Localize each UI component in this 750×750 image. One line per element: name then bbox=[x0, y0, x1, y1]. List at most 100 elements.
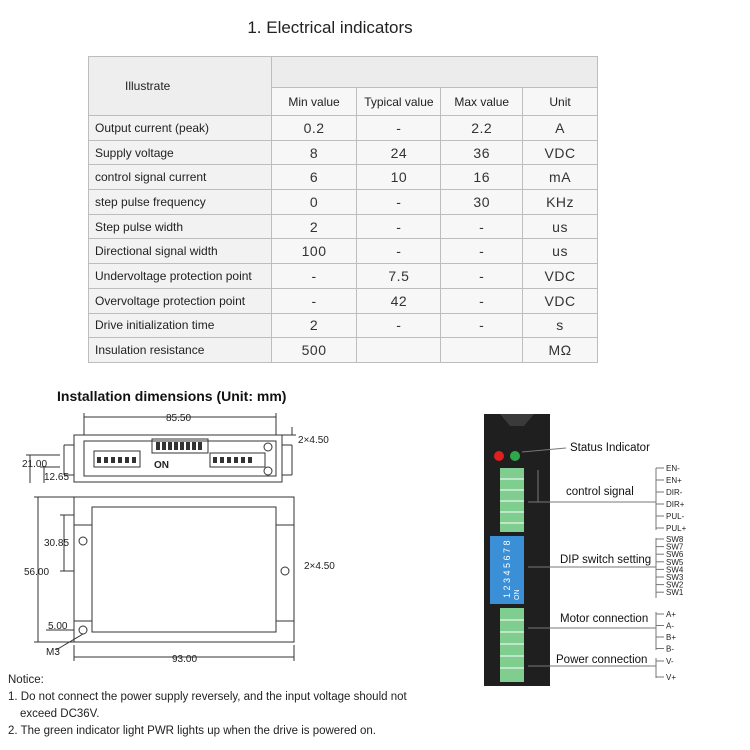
dip-switch-label: DIP switch setting bbox=[560, 554, 651, 566]
max-cell: 2.2 bbox=[440, 115, 524, 141]
notice-heading: Notice: bbox=[8, 674, 44, 686]
dim-30-85: 30.85 bbox=[44, 538, 69, 549]
pin-label: SW1 bbox=[666, 588, 684, 597]
electrical-spec-table: Illustrate Min value Typical value Max v… bbox=[88, 56, 599, 363]
param-cell: Step pulse width bbox=[88, 213, 272, 240]
param-cell: Directional signal width bbox=[88, 238, 272, 265]
dim-5: 5.00 bbox=[48, 621, 68, 632]
max-cell: - bbox=[440, 312, 524, 339]
dip-numbers: 1 2 3 4 5 6 7 8 bbox=[502, 540, 512, 598]
param-cell: control signal current bbox=[88, 164, 272, 191]
pin-label: DIR- bbox=[666, 488, 683, 497]
pin-label: SW6 bbox=[666, 550, 684, 559]
dim-93: 93.00 bbox=[172, 654, 197, 665]
table-row: Undervoltage protection point-7.5-VDC bbox=[88, 263, 598, 289]
dip-switch bbox=[490, 536, 524, 604]
dimensions-title: Installation dimensions (Unit: mm) bbox=[57, 388, 287, 404]
table-row: Overvoltage protection point-42-VDC bbox=[88, 287, 598, 314]
unit-cell: s bbox=[522, 312, 598, 339]
min-cell: 2 bbox=[270, 213, 358, 240]
max-cell: - bbox=[440, 238, 524, 265]
max-cell: - bbox=[440, 213, 524, 240]
pin-label: SW5 bbox=[666, 558, 684, 567]
pin-label: SW7 bbox=[666, 543, 684, 552]
param-cell: step pulse frequency bbox=[88, 189, 272, 215]
table-top-bar bbox=[270, 56, 599, 88]
pin-label: B+ bbox=[666, 633, 676, 642]
power-connection-label: Power connection bbox=[556, 654, 647, 666]
typical-cell: - bbox=[356, 238, 442, 265]
header-max: Max value bbox=[440, 87, 524, 116]
dim-85-50: 85.50 bbox=[166, 413, 191, 424]
max-cell: - bbox=[440, 263, 524, 289]
param-cell: Supply voltage bbox=[88, 139, 272, 166]
status-indicator-label: Status Indicator bbox=[570, 442, 650, 454]
unit-cell: VDC bbox=[522, 263, 598, 289]
header-typical: Typical value bbox=[356, 87, 442, 116]
top-view-inner bbox=[83, 440, 277, 477]
motor-connection-label: Motor connection bbox=[560, 613, 648, 625]
typical-cell: 24 bbox=[356, 139, 442, 166]
dim-hole-top: 2×4.50 bbox=[298, 435, 329, 446]
min-cell: 500 bbox=[270, 337, 358, 363]
param-cell: Overvoltage protection point bbox=[88, 287, 272, 314]
pin-label: V- bbox=[666, 657, 674, 666]
typical-cell: - bbox=[356, 312, 442, 339]
dim-hole-side: 2×4.50 bbox=[304, 561, 335, 572]
side-view-outline bbox=[73, 496, 295, 643]
pin-label: B- bbox=[666, 645, 674, 654]
typical-cell: - bbox=[356, 213, 442, 240]
max-cell: 36 bbox=[440, 139, 524, 166]
unit-cell: mA bbox=[522, 164, 598, 191]
led-green-icon bbox=[510, 451, 520, 461]
typical-cell: 10 bbox=[356, 164, 442, 191]
max-cell: 16 bbox=[440, 164, 524, 191]
unit-cell: us bbox=[522, 238, 598, 265]
unit-cell: A bbox=[522, 115, 598, 141]
pin-label: DIR+ bbox=[666, 500, 685, 509]
pin-label: PUL+ bbox=[666, 524, 687, 533]
unit-cell: VDC bbox=[522, 139, 598, 166]
param-cell: Undervoltage protection point bbox=[88, 263, 272, 289]
pin-label: V+ bbox=[666, 673, 676, 682]
unit-cell: KHz bbox=[522, 189, 598, 215]
dip-on-label: ON bbox=[514, 590, 521, 601]
min-cell: 2 bbox=[270, 312, 358, 339]
typical-cell: - bbox=[356, 115, 442, 141]
section-title: 1. Electrical indicators bbox=[247, 18, 413, 37]
param-cell: Insulation resistance bbox=[88, 337, 272, 363]
pin-label: A+ bbox=[666, 610, 676, 619]
pin-label: EN- bbox=[666, 464, 680, 473]
typical-cell: 7.5 bbox=[356, 263, 442, 289]
typical-cell: 42 bbox=[356, 287, 442, 314]
notice-block: Notice: 1. Do not connect the power supp… bbox=[8, 672, 407, 740]
control-signal-label: control signal bbox=[566, 486, 634, 498]
param-cell: Drive initialization time bbox=[88, 312, 272, 339]
pin-label: SW8 bbox=[666, 535, 684, 544]
led-red-icon bbox=[494, 451, 504, 461]
pin-label: SW2 bbox=[666, 581, 684, 590]
control-terminal bbox=[500, 468, 524, 532]
wiring-diagram: 1 2 3 4 5 6 7 8 ON Status Indicator cont… bbox=[484, 414, 687, 686]
typical-cell: - bbox=[356, 189, 442, 215]
dim-21: 21.00 bbox=[22, 459, 47, 470]
min-cell: - bbox=[270, 263, 358, 289]
pin-label: SW3 bbox=[666, 573, 684, 582]
pin-label: EN+ bbox=[666, 476, 682, 485]
unit-cell: MΩ bbox=[522, 337, 598, 363]
top-view-outline bbox=[73, 434, 283, 483]
min-cell: 100 bbox=[270, 238, 358, 265]
notice-line-2: 2. The green indicator light PWR lights … bbox=[8, 725, 376, 737]
header-min: Min value bbox=[270, 87, 358, 116]
table-corner-label: Illustrate bbox=[88, 56, 272, 116]
max-cell bbox=[440, 337, 524, 363]
min-cell: 0 bbox=[270, 189, 358, 215]
